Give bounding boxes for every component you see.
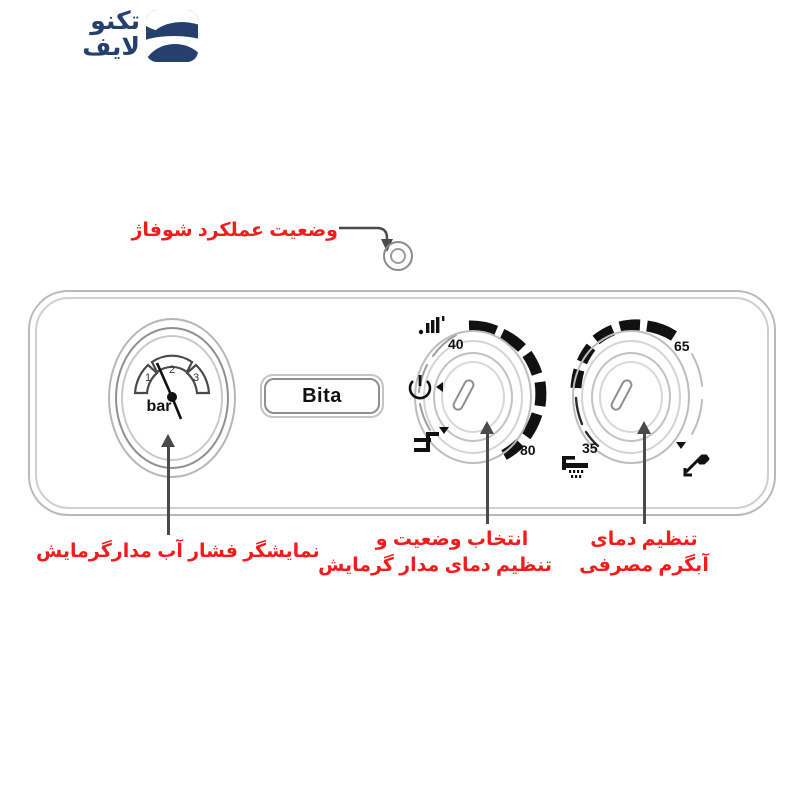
dhw-knob-min-label: 35 — [582, 440, 598, 456]
panel-inner-border — [35, 297, 769, 509]
pressure-gauge: 1 2 3 bar — [108, 318, 236, 478]
boiler-control-panel: 1 2 3 bar Bita — [28, 290, 776, 516]
summer-position-marker — [439, 427, 449, 434]
dhw-service-position-marker — [676, 442, 686, 449]
callout-led-status: وضعیت عملکرد شوفاژ — [131, 220, 338, 241]
radiator-icon — [418, 316, 445, 335]
gauge-needle-hub — [167, 392, 177, 402]
gauge-unit-label: bar — [146, 398, 172, 415]
heating-knob-max-label: 80 — [520, 442, 536, 458]
power-position-marker — [436, 382, 443, 392]
gauge-mark-3: 3 — [193, 372, 199, 384]
gauge-needle — [155, 362, 174, 398]
callout-heating-mode-line2: تنظیم دمای مدار گرمایش — [318, 555, 552, 577]
brand-logo-line1: تکنو — [90, 7, 141, 35]
callout-heating-mode: انتخاب وضعیت و تنظیم دمای مدار گرمایش — [318, 527, 552, 579]
pressure-gauge-face: 1 2 3 — [133, 354, 211, 420]
gauge-pointer-arrow — [161, 434, 175, 535]
callout-dhw-temperature: تنظیم دمای آبگرم مصرفی — [574, 527, 714, 579]
callout-dhw-line1: تنظیم دمای — [590, 529, 698, 550]
dhw-knob-pointer-arrow — [637, 421, 651, 524]
brand-logo: تکنو لایف — [38, 6, 198, 68]
callout-dhw-line2: آبگرم مصرفی — [579, 555, 709, 577]
heating-knob-min-label: 40 — [448, 336, 464, 352]
dhw-knob-body[interactable] — [572, 330, 690, 464]
heating-knob-pointer-arrow — [480, 421, 494, 524]
dhw-temperature-knob[interactable]: 65 35 — [552, 312, 722, 482]
dhw-knob-max-label: 65 — [674, 338, 690, 354]
gauge-mark-2: 2 — [169, 364, 175, 376]
faucet-icon — [414, 432, 439, 452]
gauge-mark-1: 1 — [145, 372, 151, 384]
wrench-icon — [683, 454, 710, 477]
heating-mode-knob[interactable]: 40 80 — [394, 312, 564, 482]
brand-logo-text: تکنو لایف — [40, 7, 141, 62]
shower-icon — [562, 456, 588, 478]
brand-logo-line2: لایف — [82, 33, 141, 62]
techno-life-mark-icon — [146, 10, 198, 62]
power-icon — [408, 375, 432, 400]
heating-status-led — [383, 241, 413, 271]
brand-plate: Bita — [260, 374, 384, 418]
brand-plate-label: Bita — [302, 384, 342, 407]
callout-heating-mode-line1: انتخاب وضعیت و — [375, 529, 529, 550]
callout-pressure-gauge: نمایشگر فشار آب مدارگرمایش — [36, 541, 320, 562]
